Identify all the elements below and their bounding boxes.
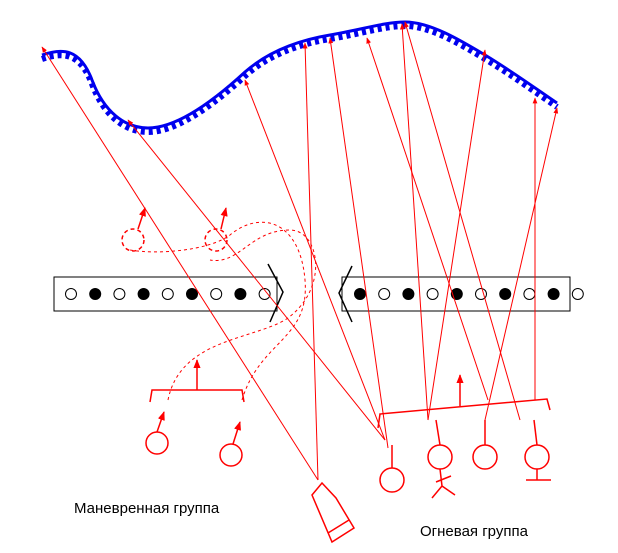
soldier-icon: [379, 467, 405, 493]
soldier-icon: [472, 444, 498, 470]
soldier-stem: [533, 419, 538, 446]
obstacle-dot-empty: [210, 288, 223, 300]
fire-lines: [41, 21, 559, 481]
soldier-arrow: [137, 207, 146, 230]
obstacle-dot-filled: [402, 288, 415, 300]
obstacle-right-bracket: [338, 265, 353, 323]
soldier-arrow: [232, 421, 241, 445]
obstacle-dot-empty: [475, 288, 487, 300]
soldier-icon: [524, 444, 550, 470]
fire-group-label: Огневая группа: [420, 523, 528, 540]
soldier-icon: [145, 431, 169, 455]
obstacle-left-bracket: [267, 263, 284, 323]
soldier-icon-dashed: [204, 228, 228, 252]
obstacle-dot-filled: [354, 288, 366, 300]
fire-line: [244, 79, 386, 441]
fire-line: [328, 37, 389, 449]
obstacle-dot-filled: [450, 288, 463, 300]
enemy-front-line: [41, 20, 559, 136]
maneuver-bracket: [149, 389, 245, 403]
obstacle-dot-empty: [65, 288, 77, 300]
obstacle-right: [338, 265, 584, 323]
soldier-icon: [427, 444, 453, 470]
obstacle-dot-empty: [113, 288, 126, 300]
maneuver-group-label: Маневренная группа: [74, 500, 220, 517]
obstacle-dot-empty: [426, 288, 439, 300]
fire-line: [302, 42, 319, 481]
fire-line: [427, 49, 487, 421]
fire-line: [399, 23, 429, 421]
soldier-arrow: [220, 207, 228, 230]
front-line-solid: [41, 20, 558, 130]
obstacle-dot-empty: [258, 288, 271, 300]
maneuver-group: [121, 207, 317, 467]
obstacle-dot-filled: [234, 288, 247, 300]
bypass-path: [129, 221, 306, 401]
obstacle-dot-filled: [137, 288, 150, 300]
obstacle-left: [53, 263, 284, 323]
weapon-icon: [526, 469, 551, 481]
fire-line: [127, 119, 386, 441]
obstacle-dot-filled: [547, 288, 560, 300]
fire-line: [404, 21, 521, 421]
bypass-path: [167, 229, 317, 401]
front-line-dashes: [41, 22, 559, 136]
fire-line: [41, 46, 319, 481]
obstacle-dot-filled: [499, 288, 512, 300]
obstacle-dot-filled: [89, 288, 102, 300]
soldier-arrow: [156, 411, 165, 433]
obstacle-dot-empty: [161, 288, 174, 300]
obstacle-dot-empty: [571, 288, 584, 300]
fire-group: [377, 374, 551, 499]
fire-line: [484, 107, 559, 421]
obstacle-dot-empty: [523, 288, 536, 300]
obstacle-dot-filled: [186, 288, 198, 300]
boat-icon: [311, 481, 356, 544]
soldier-icon-dashed: [121, 228, 145, 252]
fire-bracket: [377, 398, 551, 429]
soldier-stem: [435, 419, 441, 446]
tripod-icon: [431, 468, 456, 499]
obstacle-dot-empty: [378, 288, 391, 300]
soldier-icon: [219, 443, 243, 467]
fire-line: [366, 37, 489, 401]
